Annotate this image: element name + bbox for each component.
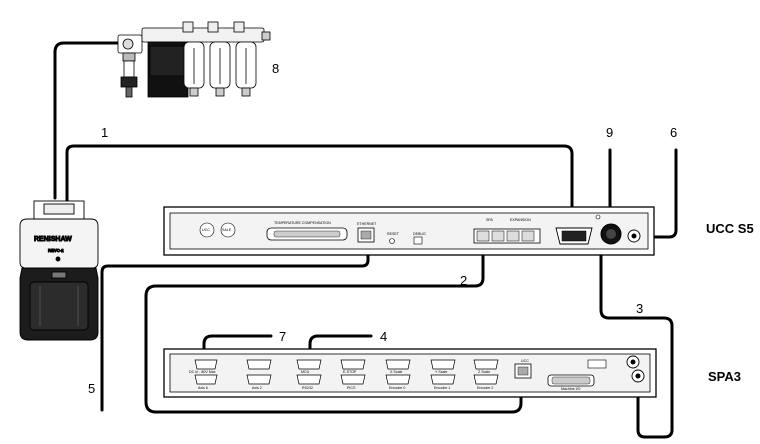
callout-4: 4	[380, 329, 387, 344]
ucc-left-plate-1	[199, 222, 215, 238]
spa-port-bottom-label-6: Encoder 2	[477, 386, 493, 390]
ucc-s5-controller: UCC SALE TEMPERATURE COMPENSATION ETHERN…	[163, 206, 655, 256]
air-filter-unit	[117, 21, 271, 98]
ucc-left-label-1: UCC	[202, 228, 210, 232]
spa-dc-in-label: DC In - 80V Max	[189, 370, 216, 374]
spa-port-bottom-label-2: RS232	[302, 386, 313, 390]
spa-port-top-label-5: Z Scale	[478, 370, 490, 374]
spa-port-bottom-label-4: Encoder 0	[389, 386, 405, 390]
cable-5	[100, 246, 370, 412]
cable-4	[308, 334, 373, 370]
ucc-reset-label: RESET	[387, 232, 400, 236]
ucc-left-plate-2	[220, 222, 236, 238]
callout-1: 1	[101, 125, 108, 140]
ucc-debug-port	[413, 236, 423, 245]
cable-6	[638, 148, 678, 239]
spa-port-top-label-2: E-STOP	[343, 370, 357, 374]
spa-port-top-label-3: X Scale	[390, 370, 402, 374]
callout-3: 3	[636, 301, 643, 316]
callout-2: 2	[460, 273, 467, 288]
ucc-spa-label: SPA	[486, 218, 494, 222]
head-brand: RENISHAW	[34, 236, 72, 243]
cable-3	[599, 216, 674, 439]
spa-ucc-label: UCC	[521, 359, 529, 363]
spa-title: SPA3	[708, 369, 741, 384]
spa-port-top-label-4: Y Scale	[435, 370, 447, 374]
ucc-ethernet-label: ETHERNET	[357, 222, 377, 226]
air-supply-line	[53, 41, 120, 200]
ucc-left-label-2: SALE	[222, 228, 232, 232]
spa-port-bottom-label-0: Axis 6	[198, 386, 208, 390]
cable-2	[144, 240, 523, 414]
callout-5: 5	[88, 381, 95, 396]
spa-machine-io-label: Machine I/O	[561, 387, 581, 391]
cable-7	[202, 334, 273, 370]
cable-1	[65, 144, 574, 238]
ucc-title: UCC S5	[706, 221, 754, 236]
callout-9: 9	[606, 125, 613, 140]
filter-bowls	[182, 21, 257, 97]
callouts: 1 2 3 4 5 6 7 8 9	[88, 61, 677, 396]
ucc-debug-label: DEBUG	[413, 232, 426, 236]
head-model: REVO-2	[48, 248, 64, 253]
spa-label-plate	[587, 359, 607, 369]
spa-dsub-connectors	[194, 359, 499, 385]
spa3-amplifier: DC In - 80V Max MCU E-STOP X Scale Y Sca…	[163, 348, 657, 398]
revo-probe-head: RENISHAW REVO-2	[19, 200, 99, 341]
spa-port-bottom-label-5: Encoder 1	[434, 386, 450, 390]
ucc-temp-comp-label: TEMPERATURE COMPENSATION	[274, 221, 331, 225]
spa-port-top-label-1: MCU	[301, 370, 310, 374]
ucc-reset-button	[389, 238, 395, 244]
ucc-expansion-label: EXPANSION	[510, 218, 531, 222]
cables	[53, 41, 678, 439]
spa-port-bottom-label-1: Axis 2	[252, 386, 262, 390]
spa-port-bottom-label-3: PICS	[347, 386, 356, 390]
callout-8: 8	[272, 61, 279, 76]
callout-6: 6	[670, 125, 677, 140]
ucc-status-led	[595, 214, 601, 220]
callout-7: 7	[279, 329, 286, 344]
